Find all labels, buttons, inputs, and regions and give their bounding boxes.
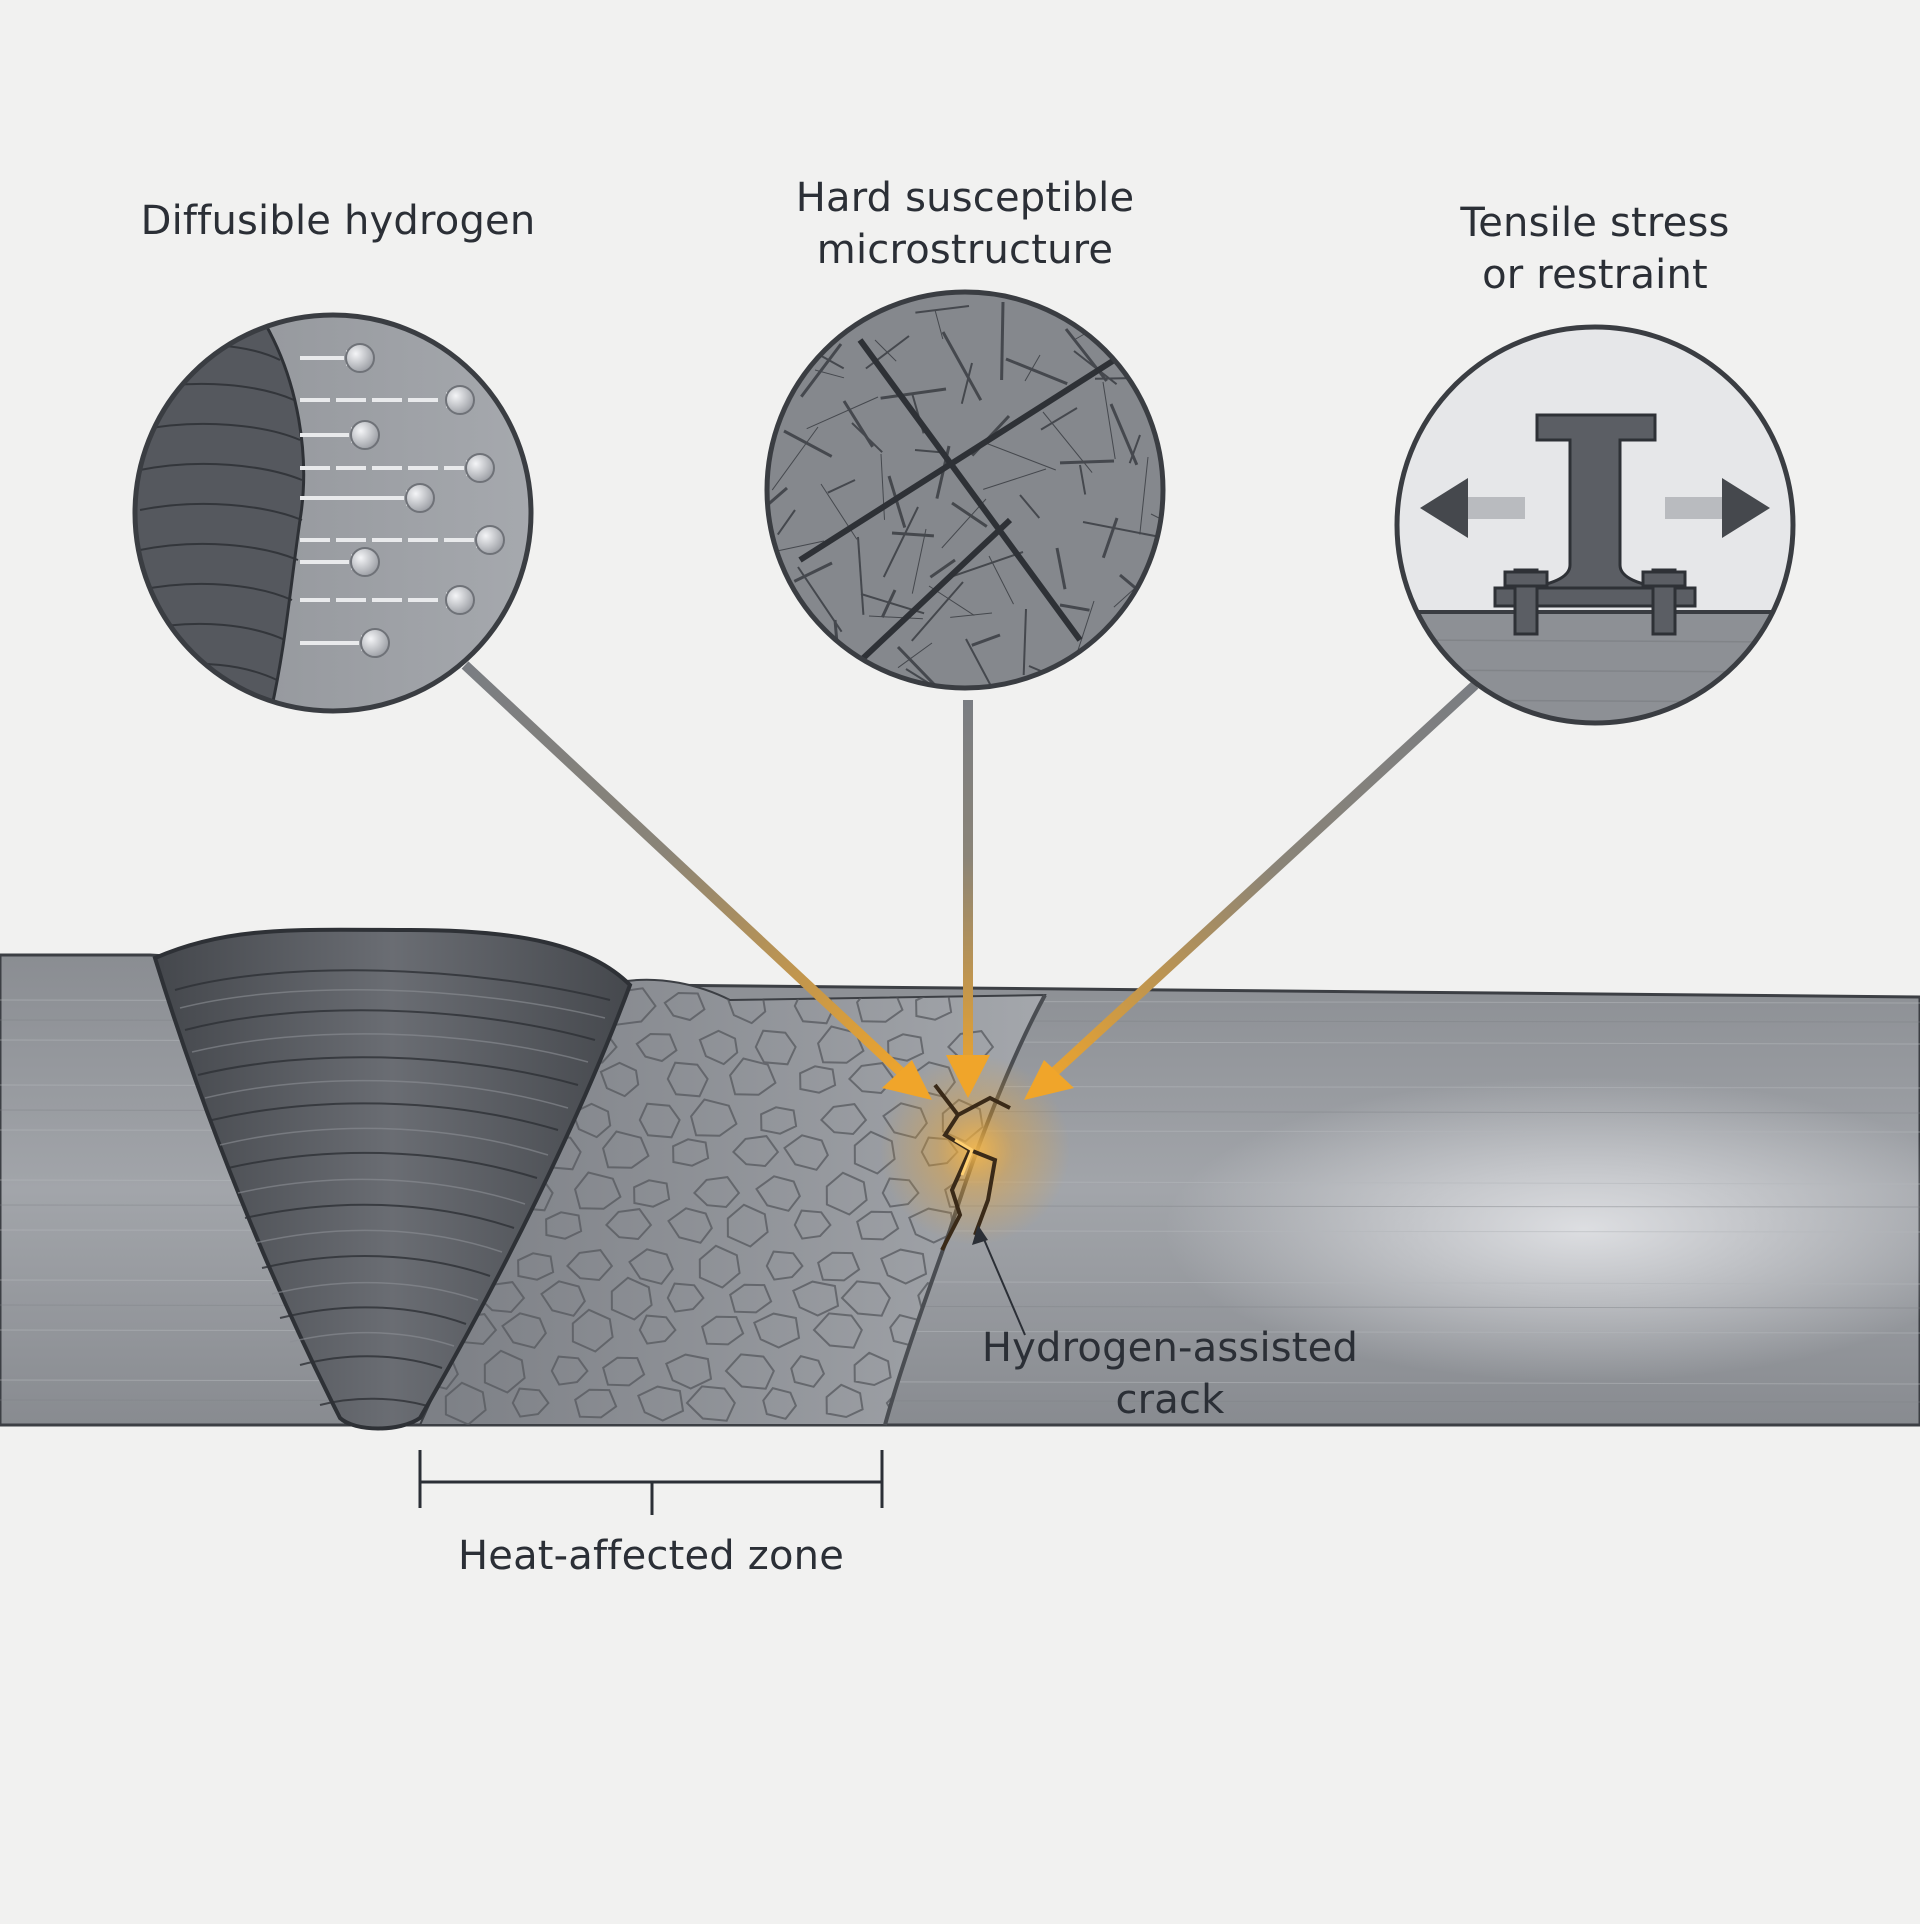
crack-pointer-arrowhead [972, 1225, 988, 1245]
haz-dimension-bracket [418, 1450, 884, 1515]
label-diffusible-hydrogen: Diffusible hydrogen [140, 198, 536, 244]
label-tensile-stress: Tensile stress or restraint [1460, 200, 1730, 298]
tension-arrow-left-icon [1420, 478, 1525, 538]
hydrogen-atom-icon [475, 525, 505, 555]
hydrogen-atoms-migrating [300, 343, 505, 658]
hydrogen-atom-icon [350, 420, 380, 450]
crack-pointer-line [979, 1229, 1026, 1336]
hydrogen-atom-icon [350, 547, 380, 577]
restraint-fixture-icon [1493, 413, 1697, 636]
hydrogen-diffusion-inset [132, 312, 534, 714]
hydrogen-atom-icon [445, 585, 475, 615]
hydrogen-atom-icon [445, 385, 475, 415]
leader-line-stress [1034, 681, 1479, 1091]
microstructure-inset [764, 289, 1166, 691]
label-heat-affected-zone: Heat-affected zone [457, 1533, 845, 1579]
label-hard-susceptible-microstructure: Hard susceptible microstructure [795, 175, 1135, 273]
hydrogen-crack [880, 1055, 1070, 1251]
weld-bead [152, 927, 633, 1431]
hydrogen-atom-icon [465, 453, 495, 483]
tension-arrow-right-icon [1665, 478, 1770, 538]
hydrogen-atom-icon [405, 483, 435, 513]
tensile-stress-inset [1394, 324, 1796, 726]
hydrogen-atom-icon [360, 628, 390, 658]
leader-line-hydrogen [461, 661, 922, 1092]
label-hydrogen-assisted-crack: Hydrogen-assisted crack [981, 1325, 1359, 1423]
hydrogen-atom-icon [345, 343, 375, 373]
